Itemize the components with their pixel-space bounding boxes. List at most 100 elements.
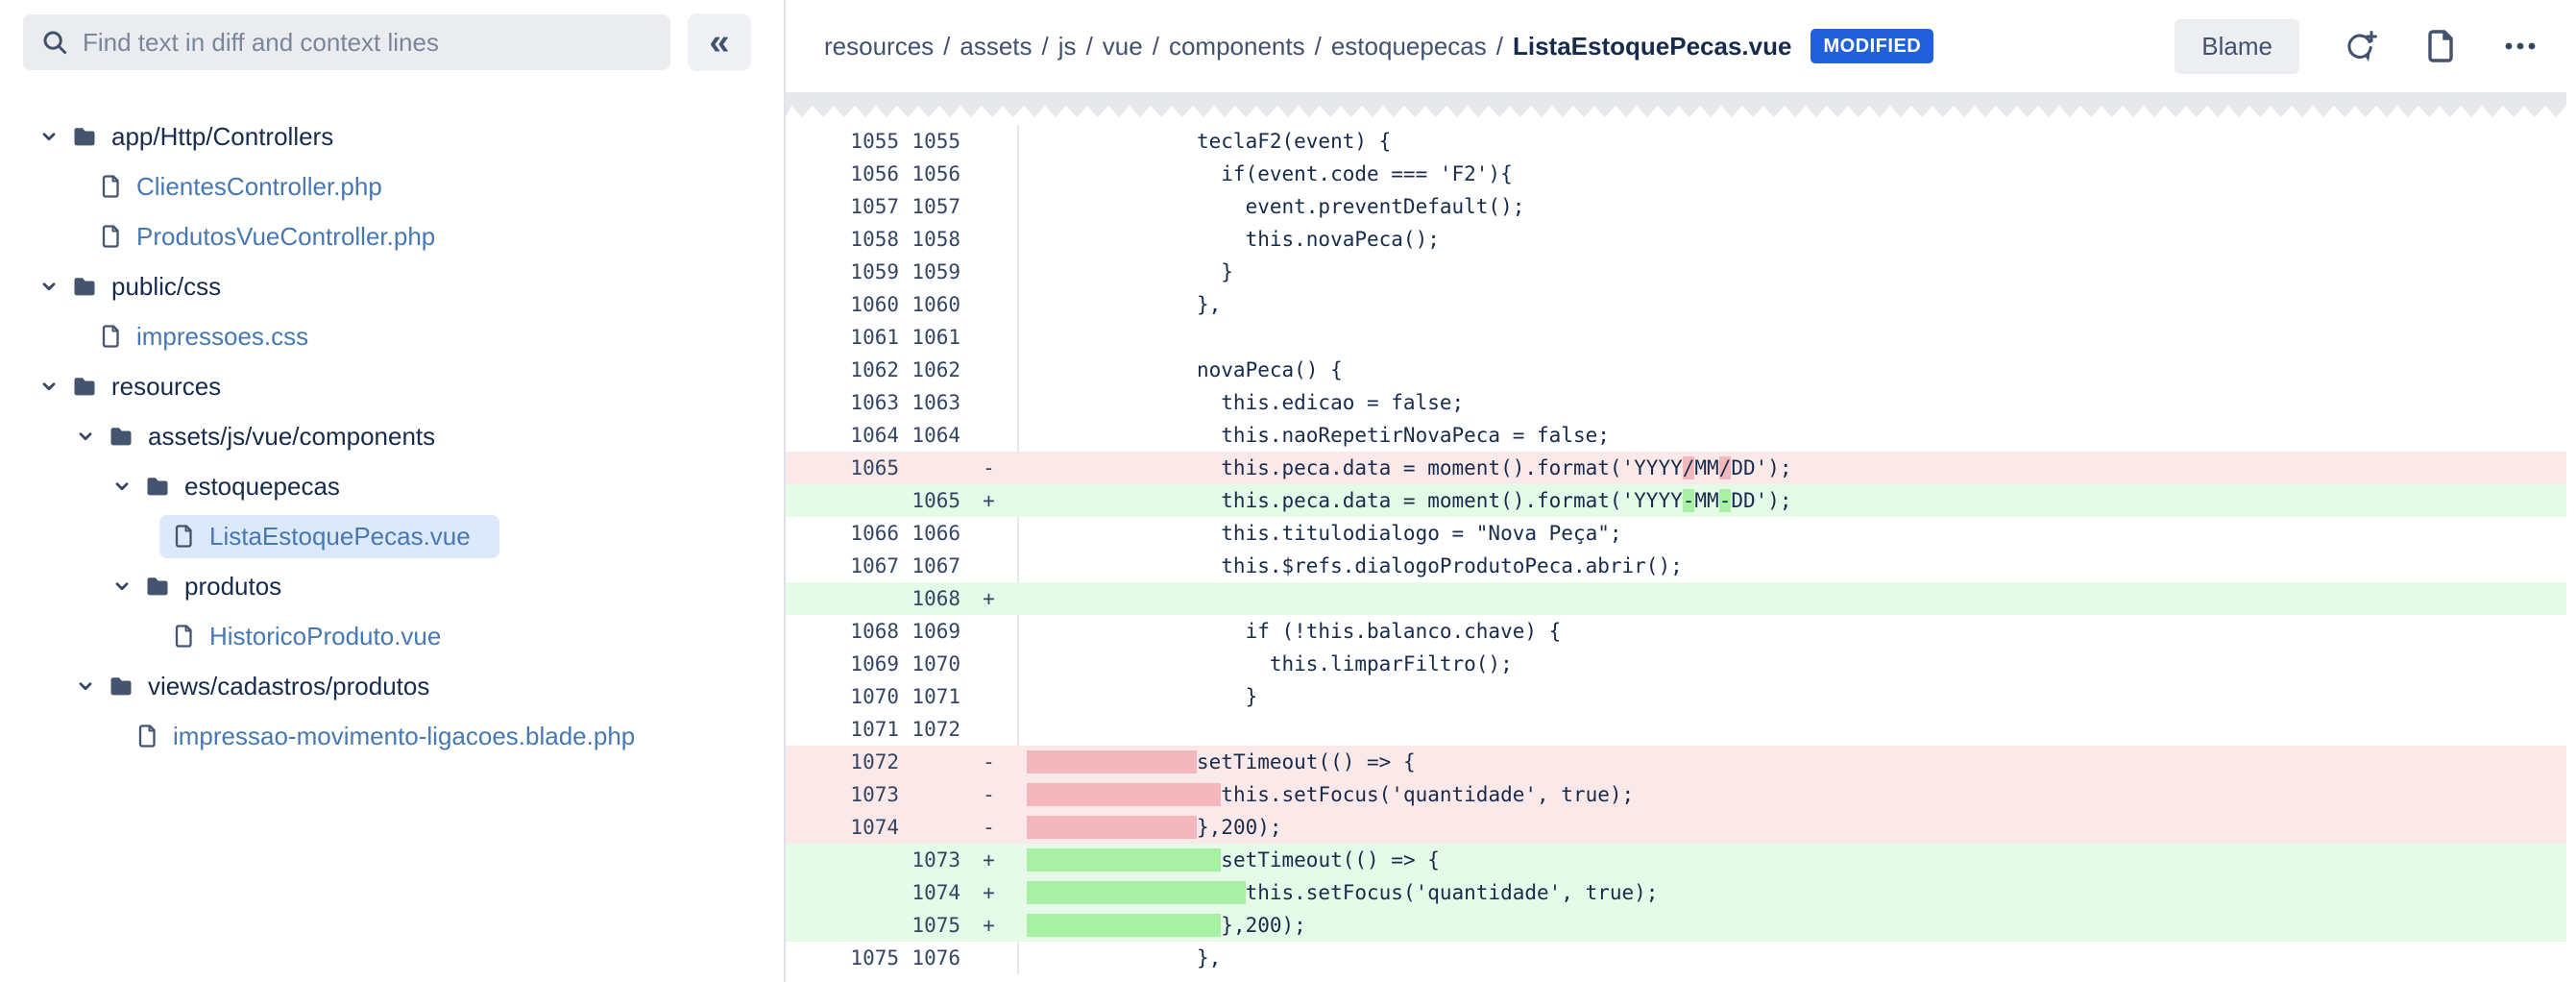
new-line-number[interactable]: 1076	[911, 946, 960, 970]
new-line-number[interactable]: 1071	[911, 685, 960, 708]
tree-file-row[interactable]: HistoricoProduto.vue	[0, 611, 784, 661]
old-line-number[interactable]: 1065	[850, 456, 899, 479]
tree-label: estoquepecas	[184, 471, 340, 501]
tree-folder-row[interactable]: estoquepecas	[0, 461, 784, 511]
new-line-number[interactable]: 1065	[911, 489, 960, 512]
tree-file-row[interactable]: ClientesController.php	[0, 161, 784, 211]
new-line-number[interactable]: 1055	[911, 130, 960, 153]
old-line-number[interactable]: 1057	[850, 195, 899, 218]
diff-gutter: 1057 1057	[786, 190, 1019, 223]
diff-gutter: 1074+	[786, 876, 1019, 909]
breadcrumb-segment[interactable]: components	[1168, 31, 1305, 61]
code-line	[1019, 582, 2566, 615]
old-line-number[interactable]: 1071	[850, 718, 899, 741]
collapse-sidebar-button[interactable]: «	[688, 13, 751, 71]
new-line-number[interactable]: 1064	[911, 424, 960, 447]
old-line-number[interactable]: 1056	[850, 162, 899, 185]
code-line: this.peca.data = moment().format('YYYY-M…	[1027, 489, 1792, 512]
word-diff-highlight	[1027, 783, 1222, 806]
blame-button[interactable]: Blame	[2175, 18, 2299, 74]
tree-label: HistoricoProduto.vue	[209, 621, 442, 651]
word-diff-highlight	[1027, 816, 1198, 839]
code-line: event.preventDefault();	[1027, 195, 1525, 218]
file-name: ListaEstoquePecas.vue	[1512, 31, 1792, 61]
new-line-number[interactable]: 1072	[911, 718, 960, 741]
new-line-number[interactable]: 1066	[911, 522, 960, 545]
old-line-number[interactable]: 1061	[850, 326, 899, 349]
code-line: },200);	[1019, 811, 2566, 844]
new-line-number[interactable]: 1061	[911, 326, 960, 349]
breadcrumb-segment[interactable]: js	[1057, 31, 1077, 61]
old-line-number[interactable]: 1064	[850, 424, 899, 447]
word-diff-highlight	[1027, 881, 1246, 904]
breadcrumb-segment[interactable]: assets	[960, 31, 1033, 61]
folder-icon	[74, 278, 95, 296]
new-line-number[interactable]: 1069	[911, 620, 960, 643]
new-line-number[interactable]: 1073	[911, 848, 960, 872]
tree-folder-row[interactable]: produtos	[0, 561, 784, 611]
old-line-number[interactable]: 1066	[850, 522, 899, 545]
view-file-button[interactable]	[2418, 25, 2461, 67]
ellipsis-icon	[2505, 42, 2536, 50]
tree-label: ClientesController.php	[136, 171, 382, 201]
old-line-number[interactable]: 1070	[850, 685, 899, 708]
old-line-number[interactable]: 1063	[850, 391, 899, 414]
old-line-number[interactable]: 1073	[850, 783, 899, 806]
breadcrumb-segment[interactable]: vue	[1102, 31, 1143, 61]
tree-folder-row[interactable]: public/css	[0, 261, 784, 311]
breadcrumb-segment[interactable]: resources	[824, 31, 935, 61]
tree-label: resources	[111, 371, 222, 401]
tree-folder-row[interactable]: assets/js/vue/components	[0, 411, 784, 461]
tree-folder-row[interactable]: views/cadastros/produtos	[0, 661, 784, 711]
code-line: }	[1027, 260, 1233, 283]
new-line-number[interactable]: 1068	[911, 587, 960, 610]
tree-folder-row[interactable]: app/Http/Controllers	[0, 111, 784, 161]
new-line-number[interactable]: 1070	[911, 652, 960, 675]
old-line-number[interactable]: 1069	[850, 652, 899, 675]
new-line-number[interactable]: 1058	[911, 228, 960, 251]
more-options-button[interactable]	[2499, 25, 2541, 67]
search-box[interactable]	[23, 14, 670, 70]
old-line-number[interactable]: 1062	[850, 358, 899, 381]
old-line-number[interactable]: 1059	[850, 260, 899, 283]
new-line-number[interactable]: 1067	[911, 554, 960, 577]
diff-gutter: 1056 1056	[786, 158, 1019, 190]
tree-file-row[interactable]: ListaEstoquePecas.vue	[0, 511, 784, 561]
tree-file-row[interactable]: ProdutosVueController.php	[0, 211, 784, 261]
old-line-number[interactable]: 1074	[850, 816, 899, 839]
old-line-number[interactable]: 1067	[850, 554, 899, 577]
tree-selected-item[interactable]: ListaEstoquePecas.vue	[159, 514, 499, 558]
new-line-number[interactable]: 1063	[911, 391, 960, 414]
old-line-number[interactable]: 1072	[850, 750, 899, 773]
diff-gutter: 1060 1060	[786, 288, 1019, 321]
new-line-number[interactable]: 1060	[911, 293, 960, 316]
add-comment-button[interactable]	[2338, 25, 2380, 67]
old-line-number[interactable]: 1060	[850, 293, 899, 316]
new-line-number[interactable]: 1075	[911, 914, 960, 937]
new-line-number[interactable]: 1062	[911, 358, 960, 381]
old-line-number[interactable]: 1068	[850, 620, 899, 643]
tree-folder-row[interactable]: resources	[0, 361, 784, 411]
search-input[interactable]	[83, 27, 653, 58]
tree-file-row[interactable]: impressao-movimento-ligacoes.blade.php	[0, 711, 784, 761]
breadcrumb-separator: /	[1152, 31, 1159, 61]
new-line-number[interactable]: 1056	[911, 162, 960, 185]
new-line-number[interactable]: 1074	[911, 881, 960, 904]
diff-gutter: 1066 1066	[786, 517, 1019, 550]
old-line-number[interactable]: 1058	[850, 228, 899, 251]
tree-file-row[interactable]: impressoes.css	[0, 311, 784, 361]
new-line-number[interactable]: 1059	[911, 260, 960, 283]
old-line-number[interactable]: 1075	[850, 946, 899, 970]
old-line-number[interactable]: 1055	[850, 130, 899, 153]
breadcrumb-segment[interactable]: estoquepecas	[1330, 31, 1487, 61]
code-line	[1019, 713, 2566, 746]
new-line-number[interactable]: 1057	[911, 195, 960, 218]
chevron-down-icon	[115, 582, 129, 591]
tree-label: ListaEstoquePecas.vue	[209, 521, 471, 551]
diff-gutter: 1071 1072	[786, 713, 1019, 746]
